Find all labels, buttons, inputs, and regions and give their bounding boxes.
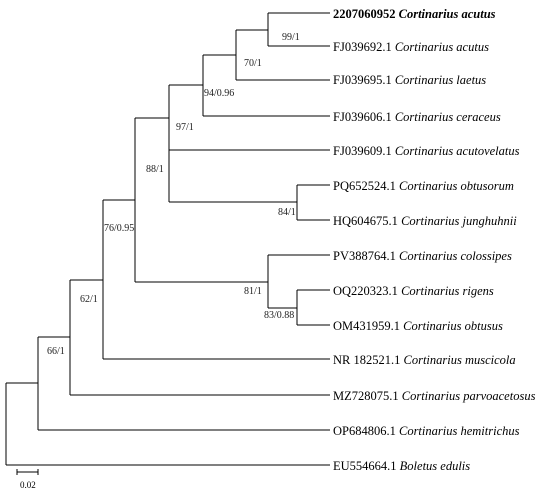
support-value: 97/1: [176, 122, 194, 133]
support-value: 94/0.96: [204, 88, 234, 99]
tree-branches: [5, 12, 330, 466]
support-value: 83/0.88: [264, 310, 294, 321]
tip-label: PV388764.1 Cortinarius colossipes: [333, 249, 512, 263]
support-value: 88/1: [146, 164, 164, 175]
tip-label: HQ604675.1 Cortinarius junghuhnii: [333, 214, 517, 228]
support-value: 76/0.95: [104, 223, 134, 234]
tip-label: OM431959.1 Cortinarius obtusus: [333, 319, 503, 333]
tip-label: MZ728075.1 Cortinarius parvoacetosus: [333, 389, 536, 403]
tip-label: FJ039695.1 Cortinarius laetus: [333, 73, 486, 87]
tip-label: OQ220323.1 Cortinarius rigens: [333, 284, 494, 298]
tip-label: 2207060952 Cortinarius acutus: [333, 7, 496, 21]
scale-bar: 0.02: [16, 469, 39, 490]
support-value: 66/1: [47, 346, 65, 357]
support-value: 81/1: [244, 286, 262, 297]
support-value: 62/1: [80, 294, 98, 305]
tip-label: EU554664.1 Boletus edulis: [333, 459, 470, 473]
scale-bar-label: 0.02: [20, 480, 36, 490]
tip-label: OP684806.1 Cortinarius hemitrichus: [333, 424, 520, 438]
tip-label: NR 182521.1 Cortinarius muscicola: [333, 353, 516, 367]
tip-label: FJ039606.1 Cortinarius ceraceus: [333, 110, 501, 124]
tip-label: FJ039692.1 Cortinarius acutus: [333, 40, 489, 54]
tip-label: FJ039609.1 Cortinarius acutovelatus: [333, 144, 520, 158]
tip-label: PQ652524.1 Cortinarius obtusorum: [333, 179, 514, 193]
support-value: 99/1: [282, 32, 300, 43]
support-value: 84/1: [278, 207, 296, 218]
support-value: 70/1: [244, 58, 262, 69]
